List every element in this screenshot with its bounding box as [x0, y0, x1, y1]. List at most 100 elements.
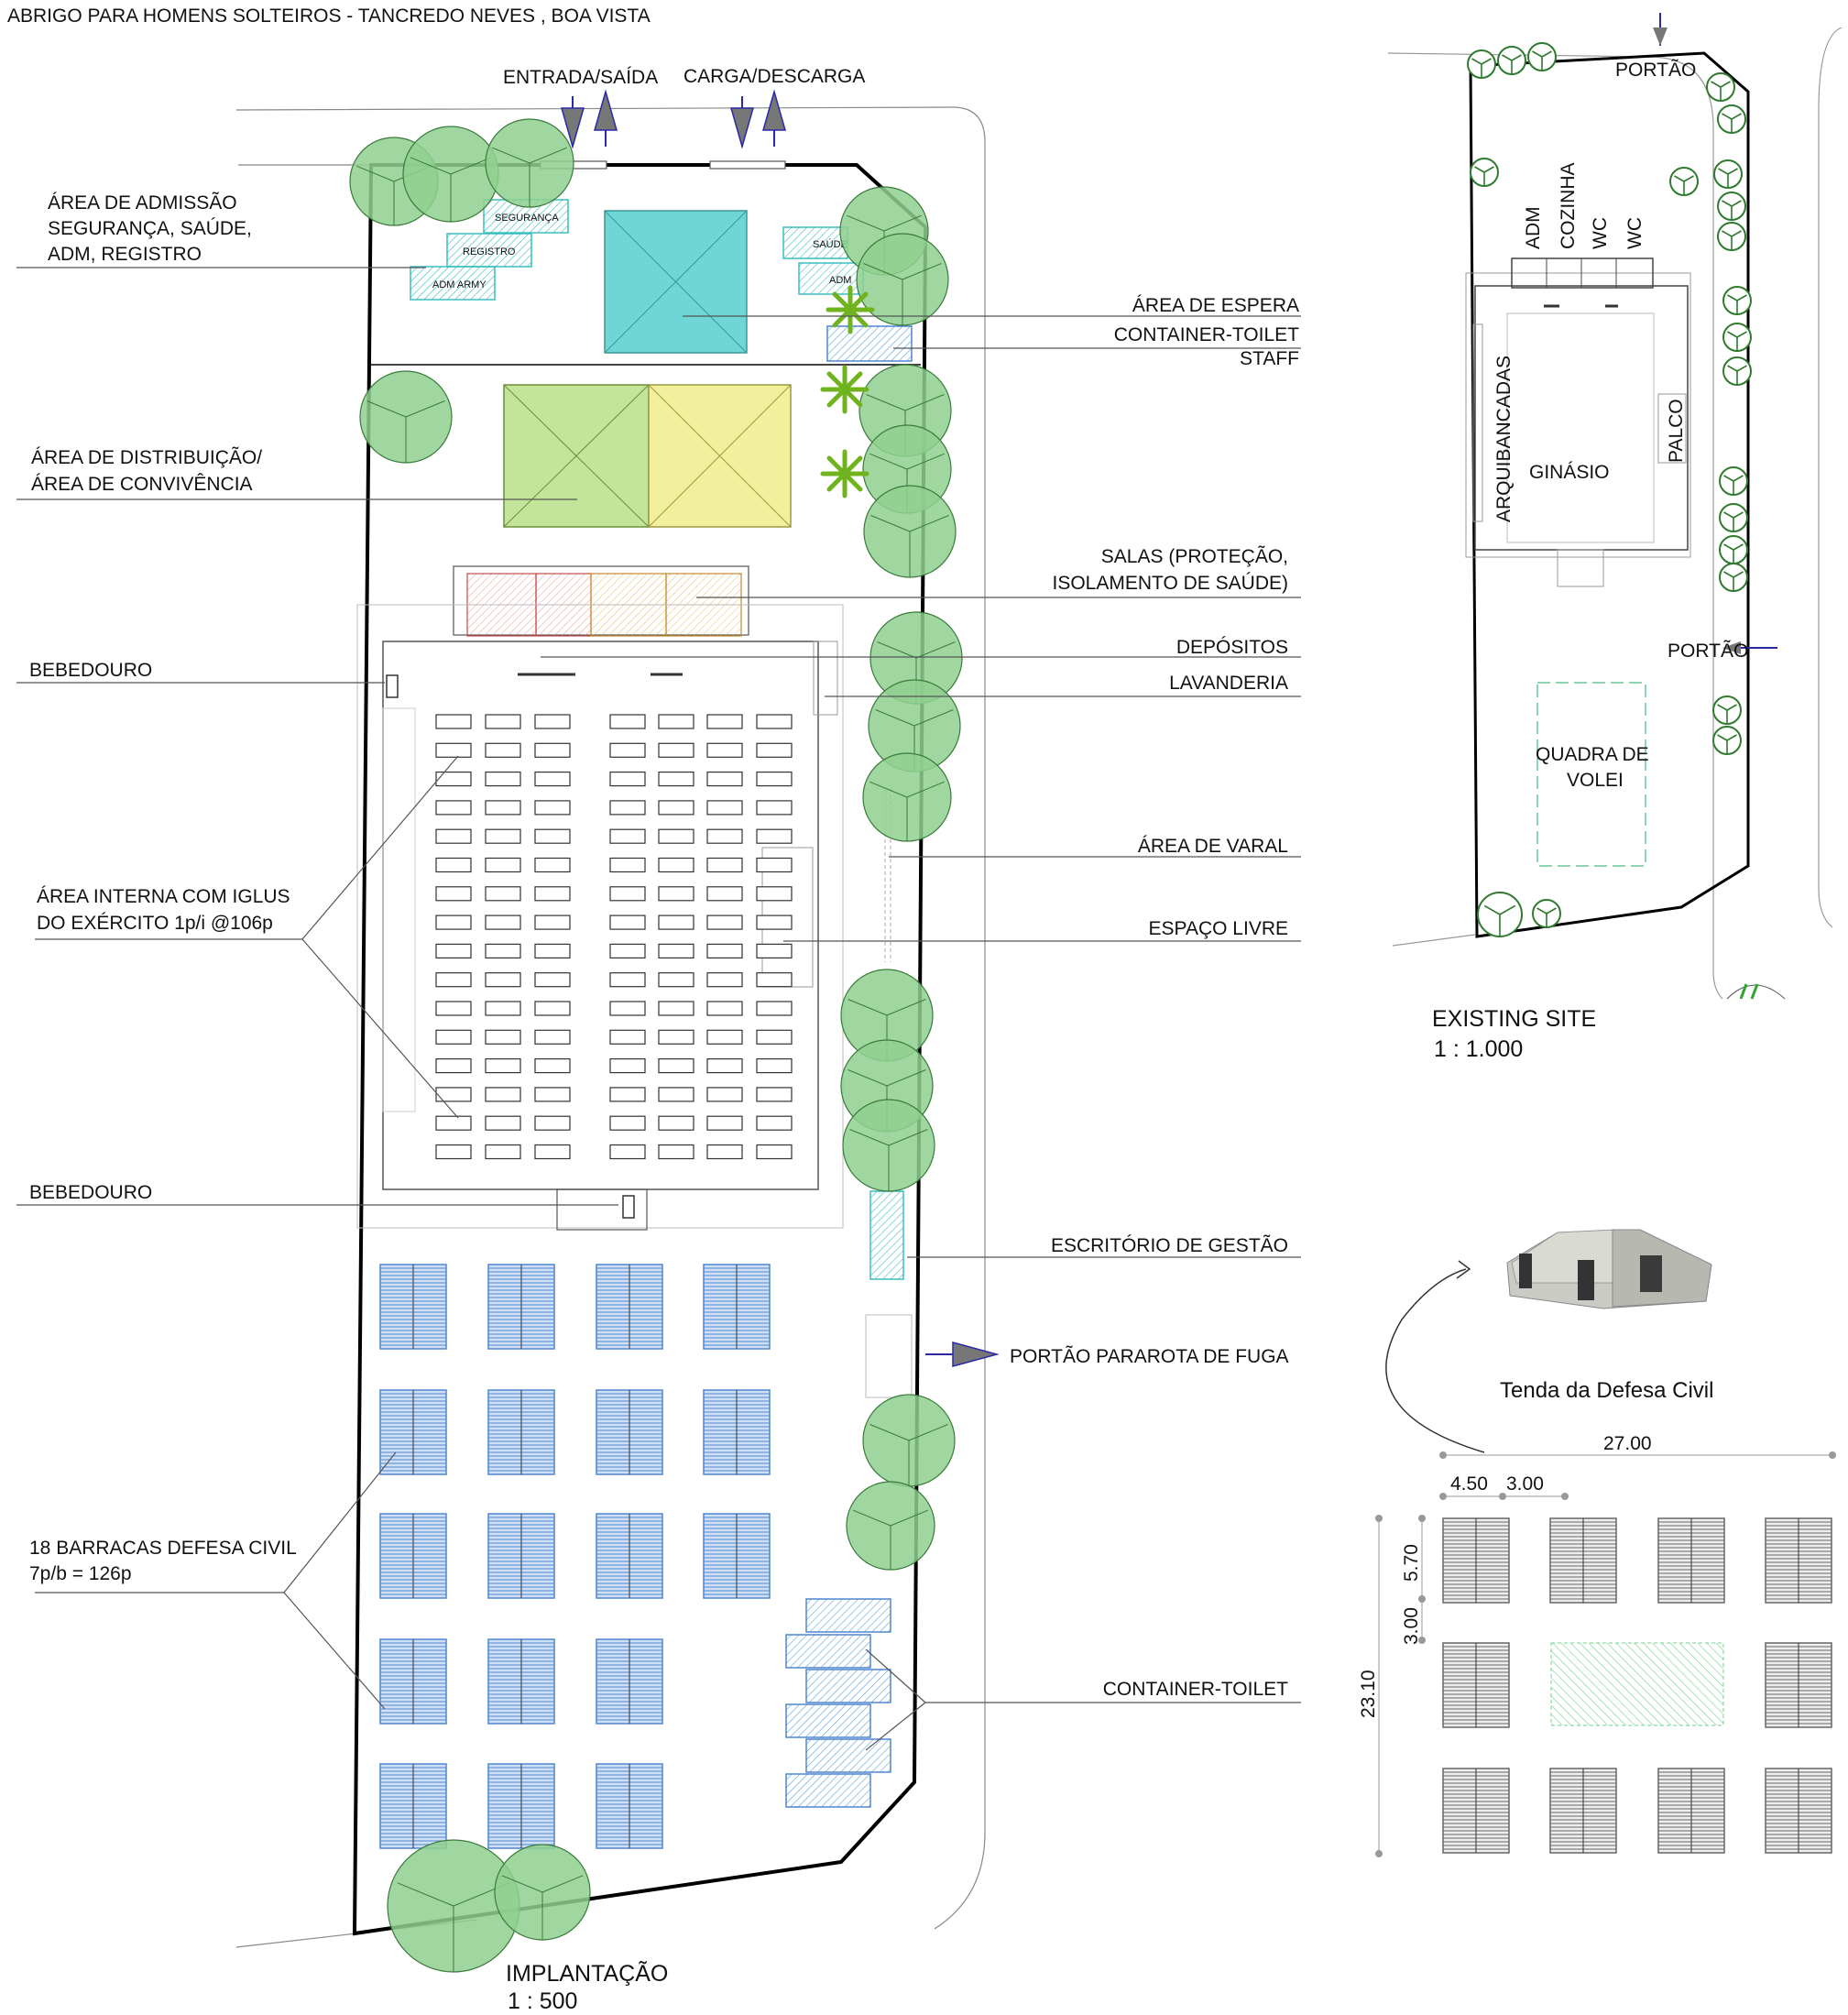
defesa-civil-tent — [703, 1513, 771, 1599]
label-bebedouro-2: BEBEDOURO — [29, 1182, 152, 1203]
label-distribuicao-2: ÁREA DE CONVIVÊNCIA — [31, 474, 253, 495]
palm-tree — [820, 365, 869, 414]
igloo — [485, 1001, 521, 1016]
igloo — [534, 857, 571, 873]
tree — [842, 1099, 935, 1192]
tree — [1713, 159, 1743, 189]
defesa-civil-tents — [379, 1264, 771, 1849]
igloo — [534, 972, 571, 988]
igloo — [435, 1087, 472, 1102]
tree — [359, 370, 453, 464]
igloo — [609, 1001, 646, 1016]
igloo — [658, 1029, 694, 1045]
tree — [862, 1394, 956, 1487]
label-registro: REGISTRO — [463, 246, 516, 257]
defesa-civil-tent — [487, 1638, 555, 1725]
igloo — [756, 1057, 793, 1074]
defesa-civil-tent — [703, 1389, 771, 1475]
layout-tent — [1549, 1768, 1617, 1854]
label-portao-right: PORTÃO — [1668, 640, 1748, 662]
label-container-toilet: CONTAINER-TOILET — [1103, 1679, 1288, 1700]
igloo — [609, 1087, 646, 1102]
label-adm: ADM — [829, 275, 851, 286]
igloo — [609, 1057, 646, 1074]
defesa-civil-tent — [379, 1763, 447, 1849]
label-barracas-1: 18 BARRACAS DEFESA CIVIL — [29, 1538, 297, 1559]
igloo — [706, 1001, 743, 1016]
tree — [1669, 167, 1699, 196]
igloo — [485, 943, 521, 959]
igloo — [658, 886, 694, 902]
igloo — [706, 1115, 743, 1131]
tree — [862, 752, 952, 842]
igloo — [485, 828, 521, 844]
igloo — [609, 828, 646, 844]
igloo — [534, 914, 571, 930]
igloo — [435, 1001, 472, 1016]
dim-height-total: 23.10 — [1358, 1670, 1379, 1718]
igloo — [609, 1029, 646, 1045]
label-area-espera: ÁREA DE ESPERA — [1132, 295, 1299, 316]
tree — [1717, 222, 1746, 251]
tree — [1717, 192, 1746, 221]
igloo — [534, 742, 571, 758]
igloo — [706, 943, 743, 959]
layout-tent — [1549, 1517, 1617, 1604]
tree — [1719, 535, 1748, 564]
igloo — [609, 800, 646, 816]
layout-tent — [1657, 1768, 1725, 1854]
label-adm-army: ADM ARMY — [432, 279, 487, 290]
dim-tent-height: 5.70 — [1401, 1544, 1422, 1582]
defesa-civil-tent — [596, 1638, 663, 1725]
label-toilet-staff-2: STAFF — [1240, 348, 1299, 369]
igloo — [706, 1144, 743, 1160]
existing-site-trees — [1467, 42, 1752, 937]
gray-tent-grid — [1442, 1517, 1832, 1854]
label-interna-2: DO EXÉRCITO 1p/i @106p — [37, 913, 273, 934]
igloo — [534, 714, 571, 729]
label-lavanderia: LAVANDERIA — [1169, 673, 1288, 694]
igloo — [706, 714, 743, 729]
igloo — [706, 828, 743, 844]
label-salas-2: ISOLAMENTO DE SAÚDE) — [1053, 573, 1289, 594]
layout-tent — [1765, 1768, 1832, 1854]
igloo — [534, 1057, 571, 1074]
tree — [1717, 104, 1746, 134]
label-admissao-3: ADM, REGISTRO — [48, 244, 202, 265]
igloo — [609, 742, 646, 758]
label-toilet-staff-1: CONTAINER-TOILET — [1114, 324, 1299, 345]
igloo — [534, 1029, 571, 1045]
label-adm-existing: ADM — [1523, 206, 1544, 249]
label-arquibancadas: ARQUIBANCADAS — [1493, 356, 1514, 522]
igloo — [756, 1115, 793, 1131]
label-admissao-1: ÁREA DE ADMISSÃO — [48, 192, 237, 214]
implantacao-plan: SEGURANÇA REGISTRO ADM ARMY SAÚDE ADM — [235, 89, 1000, 1973]
igloo — [485, 1057, 521, 1074]
igloo — [435, 857, 472, 873]
dim-gap-h: 3.00 — [1506, 1473, 1544, 1495]
igloo — [706, 1029, 743, 1045]
tenda-caption: Tenda da Defesa Civil — [1500, 1378, 1713, 1403]
igloo — [485, 742, 521, 758]
palm-trees — [820, 285, 875, 498]
label-quadra-2: VOLEI — [1567, 770, 1624, 791]
igloo — [534, 828, 571, 844]
label-quadra-1: QUADRA DE — [1536, 744, 1649, 765]
tree — [863, 485, 957, 578]
igloo — [485, 1029, 521, 1045]
tent-layout-diagram — [1375, 1451, 1836, 1857]
igloo — [658, 1057, 694, 1074]
igloo — [435, 714, 472, 729]
tree — [1477, 892, 1523, 937]
igloo — [658, 800, 694, 816]
defesa-civil-tent — [487, 1389, 555, 1475]
igloo-grid — [435, 714, 793, 1160]
igloo — [706, 886, 743, 902]
igloo — [756, 771, 793, 787]
defesa-civil-tent — [487, 1264, 555, 1350]
palm-tree — [820, 449, 869, 498]
defesa-civil-tent — [703, 1264, 771, 1350]
trees — [349, 118, 963, 1973]
